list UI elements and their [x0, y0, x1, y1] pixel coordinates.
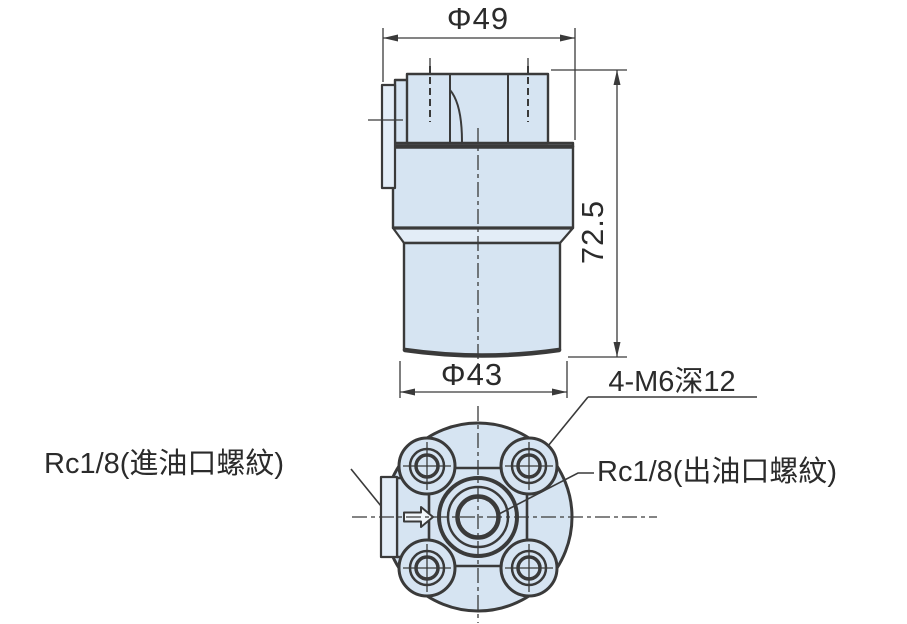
side-view-chamfer — [391, 226, 575, 245]
bolt-holes-label: 4-M6深12 — [608, 366, 735, 398]
inlet-port-label: Rc1/8(進油口螺紋) — [44, 447, 284, 480]
dim-text-top-diameter: Φ49 — [447, 1, 509, 36]
arrowhead-bottom — [613, 342, 621, 357]
arrowhead-right — [560, 34, 575, 42]
arrowhead-left — [400, 388, 415, 396]
side-view-bottom-edge — [402, 347, 562, 358]
outlet-leader-line — [498, 472, 594, 515]
annotations: 4-M6深12 Rc1/8(進油口螺紋) Rc1/8(出油口螺紋) — [44, 366, 837, 515]
side-view-port-flange — [380, 83, 397, 190]
arrowhead-right — [552, 388, 567, 396]
side-view-upper-body — [391, 141, 575, 230]
bolt-label-leader-line — [547, 396, 589, 447]
bolt-hole-top-right — [505, 442, 553, 490]
side-view-hex-flat-curve — [449, 89, 463, 143]
dim-text-height: 72.5 — [575, 200, 610, 264]
bolt-hole-bottom-right — [505, 544, 553, 592]
dimension-height: 72.5 — [551, 69, 627, 358]
dimension-top-diameter: Φ49 — [382, 1, 576, 140]
bolt-hole-bottom-left — [403, 544, 451, 592]
bolt-hole-top-left — [403, 442, 451, 490]
side-view: Φ49 72.5 Φ43 — [368, 1, 627, 398]
dimension-bottom-diameter: Φ43 — [399, 357, 568, 398]
dim-text-bottom-diameter: Φ43 — [441, 357, 503, 392]
outlet-port-label: Rc1/8(出油口螺紋) — [597, 455, 837, 488]
arrowhead-left — [383, 34, 398, 42]
inlet-leader-line — [350, 468, 382, 507]
side-view-lower-body — [402, 241, 562, 357]
arrowhead-top — [613, 70, 621, 85]
bottom-view — [352, 406, 657, 623]
